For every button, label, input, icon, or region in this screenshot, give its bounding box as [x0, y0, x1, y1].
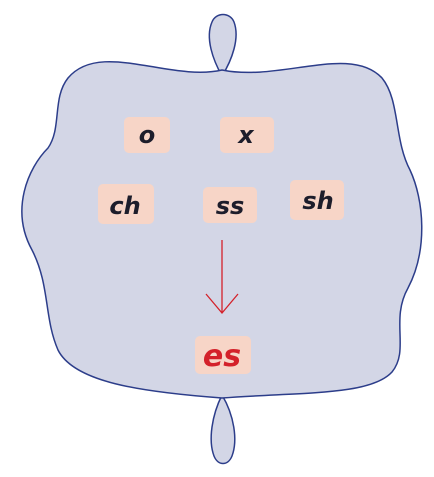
result-tile-es-bg	[195, 336, 251, 374]
result-label-es: es	[203, 339, 241, 374]
bottom-loop-shape	[210, 393, 236, 465]
ending-tile-sh: sh	[290, 180, 344, 220]
ending-tile-sh-bg	[290, 180, 344, 220]
ending-label-ch: ch	[109, 192, 140, 220]
ending-label-x: x	[237, 121, 255, 149]
ending-tile-ch: ch	[98, 184, 154, 224]
ending-tile-ss-bg	[203, 187, 257, 223]
ending-tile-x: x	[220, 117, 274, 153]
ending-tile-x-bg	[220, 117, 274, 153]
result-tile-es: es	[195, 336, 251, 374]
ending-tile-ch-bg	[98, 184, 154, 224]
ending-label-ss: ss	[216, 192, 245, 220]
cloud-shape	[21, 61, 423, 399]
arrow-head	[205, 293, 239, 315]
ending-tile-ss: ss	[203, 187, 257, 223]
ending-tile-o-bg	[124, 117, 170, 153]
top-loop-shape	[208, 13, 237, 78]
ending-label-o: o	[139, 121, 156, 149]
down-arrow-icon	[205, 240, 239, 315]
ending-tile-o: o	[124, 117, 170, 153]
ending-label-sh: sh	[302, 187, 333, 215]
